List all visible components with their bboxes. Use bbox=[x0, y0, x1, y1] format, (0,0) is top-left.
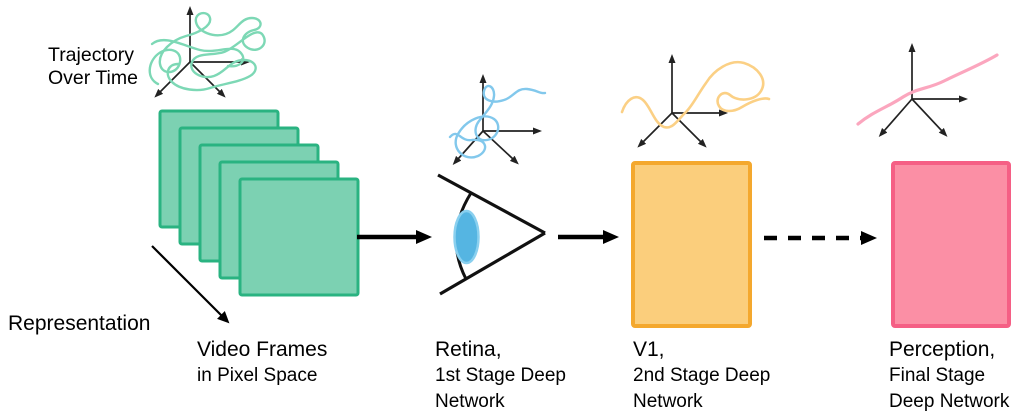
eye-lower-lid bbox=[439, 231, 546, 296]
trajectory-label: Trajectory Over Time bbox=[48, 44, 138, 90]
perception-caption: Perception, Final Stage Deep Network bbox=[889, 336, 1009, 414]
video-frames-title: Video Frames bbox=[197, 338, 328, 361]
eye-upper-lid bbox=[437, 173, 546, 235]
perception-title: Perception, bbox=[889, 338, 996, 361]
v1-box bbox=[631, 161, 752, 328]
perception-curve bbox=[856, 53, 999, 126]
video-frame bbox=[238, 177, 360, 297]
video-frames-subtitle: in Pixel Space bbox=[197, 365, 318, 386]
v1-scribble bbox=[620, 60, 771, 129]
eye-iris bbox=[453, 209, 480, 265]
v1-subtitle-line1: 2nd Stage Deep bbox=[633, 365, 771, 386]
retina-subtitle-line1: 1st Stage Deep bbox=[435, 365, 566, 386]
retina-caption: Retina, 1st Stage Deep Network bbox=[435, 336, 566, 414]
perception-subtitle-line2: Deep Network bbox=[889, 390, 1010, 412]
representation-label: Representation bbox=[8, 312, 151, 335]
retina-3d-axes-icon bbox=[452, 74, 542, 165]
eye-icon bbox=[437, 173, 546, 296]
trajectory-scribble bbox=[148, 11, 266, 92]
retina-scribble bbox=[448, 84, 547, 159]
perception-subtitle-line1: Final Stage bbox=[889, 365, 986, 386]
video-frames-caption: Video Frames in Pixel Space bbox=[197, 336, 327, 389]
trajectory-3d-axes-icon bbox=[154, 6, 250, 98]
trajectory-label-line1: Trajectory bbox=[48, 44, 134, 66]
v1-caption: V1, 2nd Stage Deep Network bbox=[633, 336, 770, 414]
perception-3d-axes-icon bbox=[878, 43, 968, 138]
retina-subtitle-line2: Network bbox=[435, 390, 505, 412]
representation-arrow bbox=[151, 245, 230, 324]
v1-title: V1, bbox=[633, 338, 665, 361]
video-frames-stack bbox=[158, 109, 360, 297]
perception-box bbox=[891, 161, 1011, 328]
v1-subtitle-line2: Network bbox=[633, 390, 703, 412]
v1-3d-axes-icon bbox=[637, 54, 728, 148]
retina-title: Retina, bbox=[435, 338, 502, 361]
trajectory-label-line2: Over Time bbox=[48, 67, 138, 89]
